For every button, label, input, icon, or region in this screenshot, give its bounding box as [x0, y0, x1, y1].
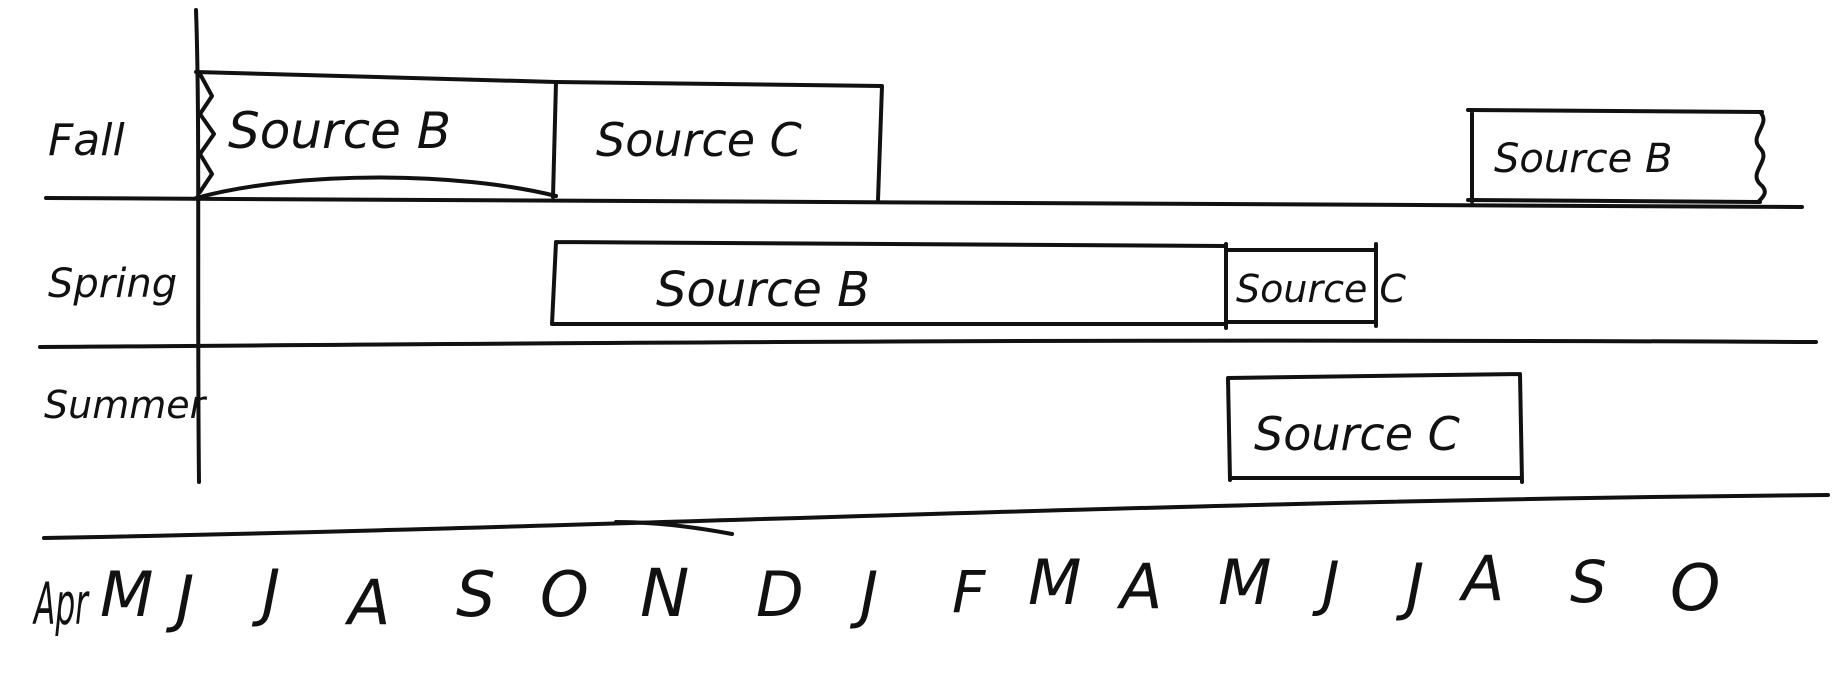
bar-label: Source C [596, 113, 802, 167]
month-label: F [952, 558, 987, 626]
month-label: M [1028, 546, 1082, 619]
month-label: S [456, 558, 495, 631]
month-label: J [165, 562, 194, 635]
bar-label: Source B [656, 262, 870, 318]
month-label: S [1570, 548, 1607, 616]
vertical-axis [194, 8, 201, 484]
month-label: J [1312, 549, 1340, 619]
break-mark [1754, 110, 1767, 204]
bar-summer-source-c: Source C [1226, 372, 1524, 484]
bar-label: Source B [1494, 136, 1672, 182]
month-label: M [100, 558, 154, 631]
row-separator-summer [42, 493, 1830, 540]
month-label: J [1395, 550, 1424, 623]
month-label: J [849, 558, 878, 631]
bar-label: Source B [228, 102, 451, 160]
month-label: M [1218, 546, 1272, 619]
bar-fall-source-b-1: Source B [194, 70, 558, 200]
row-labels: Fall Spring Summer [44, 115, 208, 427]
stray-stroke [614, 520, 734, 536]
row-separator-fall [44, 195, 1804, 209]
month-axis: Apr M J J A S O N D J F M A M J J A S O [32, 542, 1721, 639]
month-label: D [756, 558, 804, 631]
bar-fall-source-c: Source C [554, 80, 884, 202]
month-label: O [540, 558, 589, 631]
row-label-spring: Spring [48, 261, 177, 307]
bar-fall-source-b-2: Source B [1466, 108, 1767, 204]
bars: Source B Source C Source B Source B Sour… [194, 70, 1767, 484]
row-separator-spring [38, 338, 1818, 349]
bar-label: Source C [1254, 407, 1460, 461]
bar-spring-source-b: Source B [550, 240, 1228, 330]
break-mark [198, 72, 216, 194]
row-label-fall: Fall [48, 115, 125, 166]
row-label-summer: Summer [44, 383, 208, 427]
month-label: N [640, 555, 689, 632]
month-label: A [1458, 542, 1504, 615]
month-label: O [1670, 552, 1720, 626]
month-label: A [1116, 550, 1162, 623]
month-label: Apr [32, 570, 90, 638]
bar-label: Source C [1236, 267, 1406, 311]
month-label: J [251, 556, 280, 629]
bar-spring-source-c: Source C [1224, 242, 1406, 328]
month-label: A [344, 566, 390, 639]
grid-lines [38, 8, 1830, 540]
